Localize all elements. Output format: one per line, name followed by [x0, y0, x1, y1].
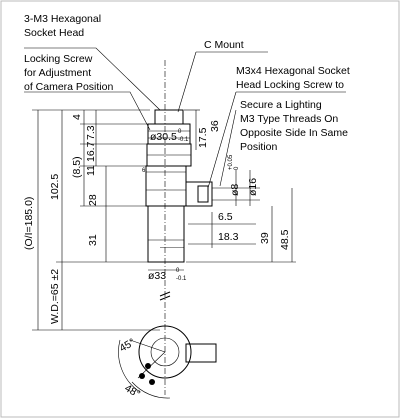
screw-hole-2	[139, 373, 145, 379]
screw-hole-3	[149, 379, 155, 385]
dim-dia33-tol-top: 0	[176, 268, 180, 274]
callout-locking-2: for Adjustment	[24, 67, 91, 79]
dim-18-3: 18.3	[218, 231, 239, 243]
dim-overall: (O/I=185.0)	[23, 197, 35, 250]
leader-lines	[24, 47, 346, 189]
dim-dia30: ø30.5	[150, 131, 177, 143]
callout-hex-head-2: Socket Head	[24, 27, 84, 39]
dim-angle-45: 45°	[118, 336, 138, 354]
dim-4: 4	[71, 114, 83, 120]
callout-m3x4-1: M3x4 Hexagonal Socket	[236, 65, 350, 77]
dim-28: 28	[87, 194, 99, 206]
callout-c-mount: C Mount	[204, 39, 244, 51]
dim-39: 39	[259, 232, 271, 244]
dimension-lines	[32, 109, 296, 331]
callout-lighting-3: Opposite Side In Same	[240, 127, 348, 139]
dim-36: 36	[209, 120, 221, 132]
dim-dia33: ø33	[148, 270, 166, 282]
screw-hole-1	[145, 363, 151, 369]
callout-m3x4-2: Head Locking Screw to	[236, 79, 344, 91]
dim-dia33-tol-bot: -0.1	[176, 276, 187, 282]
dimension-texts: (O/I=185.0) 102.5 W.D.=65 ±2 4 7.3 (8.5)…	[23, 114, 291, 401]
body-marking: 6	[142, 168, 146, 174]
dim-8-5: (8.5)	[71, 156, 83, 178]
dim-dia16: ø16	[247, 178, 259, 196]
callout-locking-3: of Camera Position	[24, 81, 113, 93]
dim-6-5: 6.5	[218, 211, 233, 223]
dim-17-5: 17.5	[197, 127, 209, 148]
callout-hex-head-1: 3-M3 Hexagonal	[24, 13, 101, 25]
dim-31: 31	[87, 234, 99, 246]
dim-dia8-tol-bot: 0	[234, 166, 240, 170]
dim-dia8: ø8	[229, 184, 241, 196]
dim-7-3: 7.3	[85, 125, 97, 140]
lens-body: 6 ————	[142, 60, 260, 395]
dim-dia8-tol-top: +0.05	[228, 154, 234, 170]
bottom-view	[118, 325, 217, 399]
dim-body-length: 102.5	[49, 174, 61, 200]
callout-lighting-4: Position	[240, 141, 278, 153]
dim-angle-48: 48°	[123, 382, 143, 400]
callout-lighting-2: M3 Type Threads On	[240, 113, 338, 125]
dim-48-5: 48.5	[279, 229, 291, 250]
tube-marking: ————	[160, 245, 184, 251]
dim-11: 11	[85, 165, 97, 176]
dim-dia30-tol-top: 0	[178, 129, 182, 135]
dim-working-distance: W.D.=65 ±2	[49, 269, 61, 324]
dim-dia30-tol-bot: -0.1	[178, 137, 189, 143]
callout-texts: 3-M3 Hexagonal Socket Head C Mount Locki…	[24, 13, 350, 153]
dim-16-7: 16.7	[85, 141, 97, 162]
callout-lighting-1: Secure a Lighting	[240, 99, 322, 111]
callout-locking-1: Locking Screw	[24, 53, 93, 65]
